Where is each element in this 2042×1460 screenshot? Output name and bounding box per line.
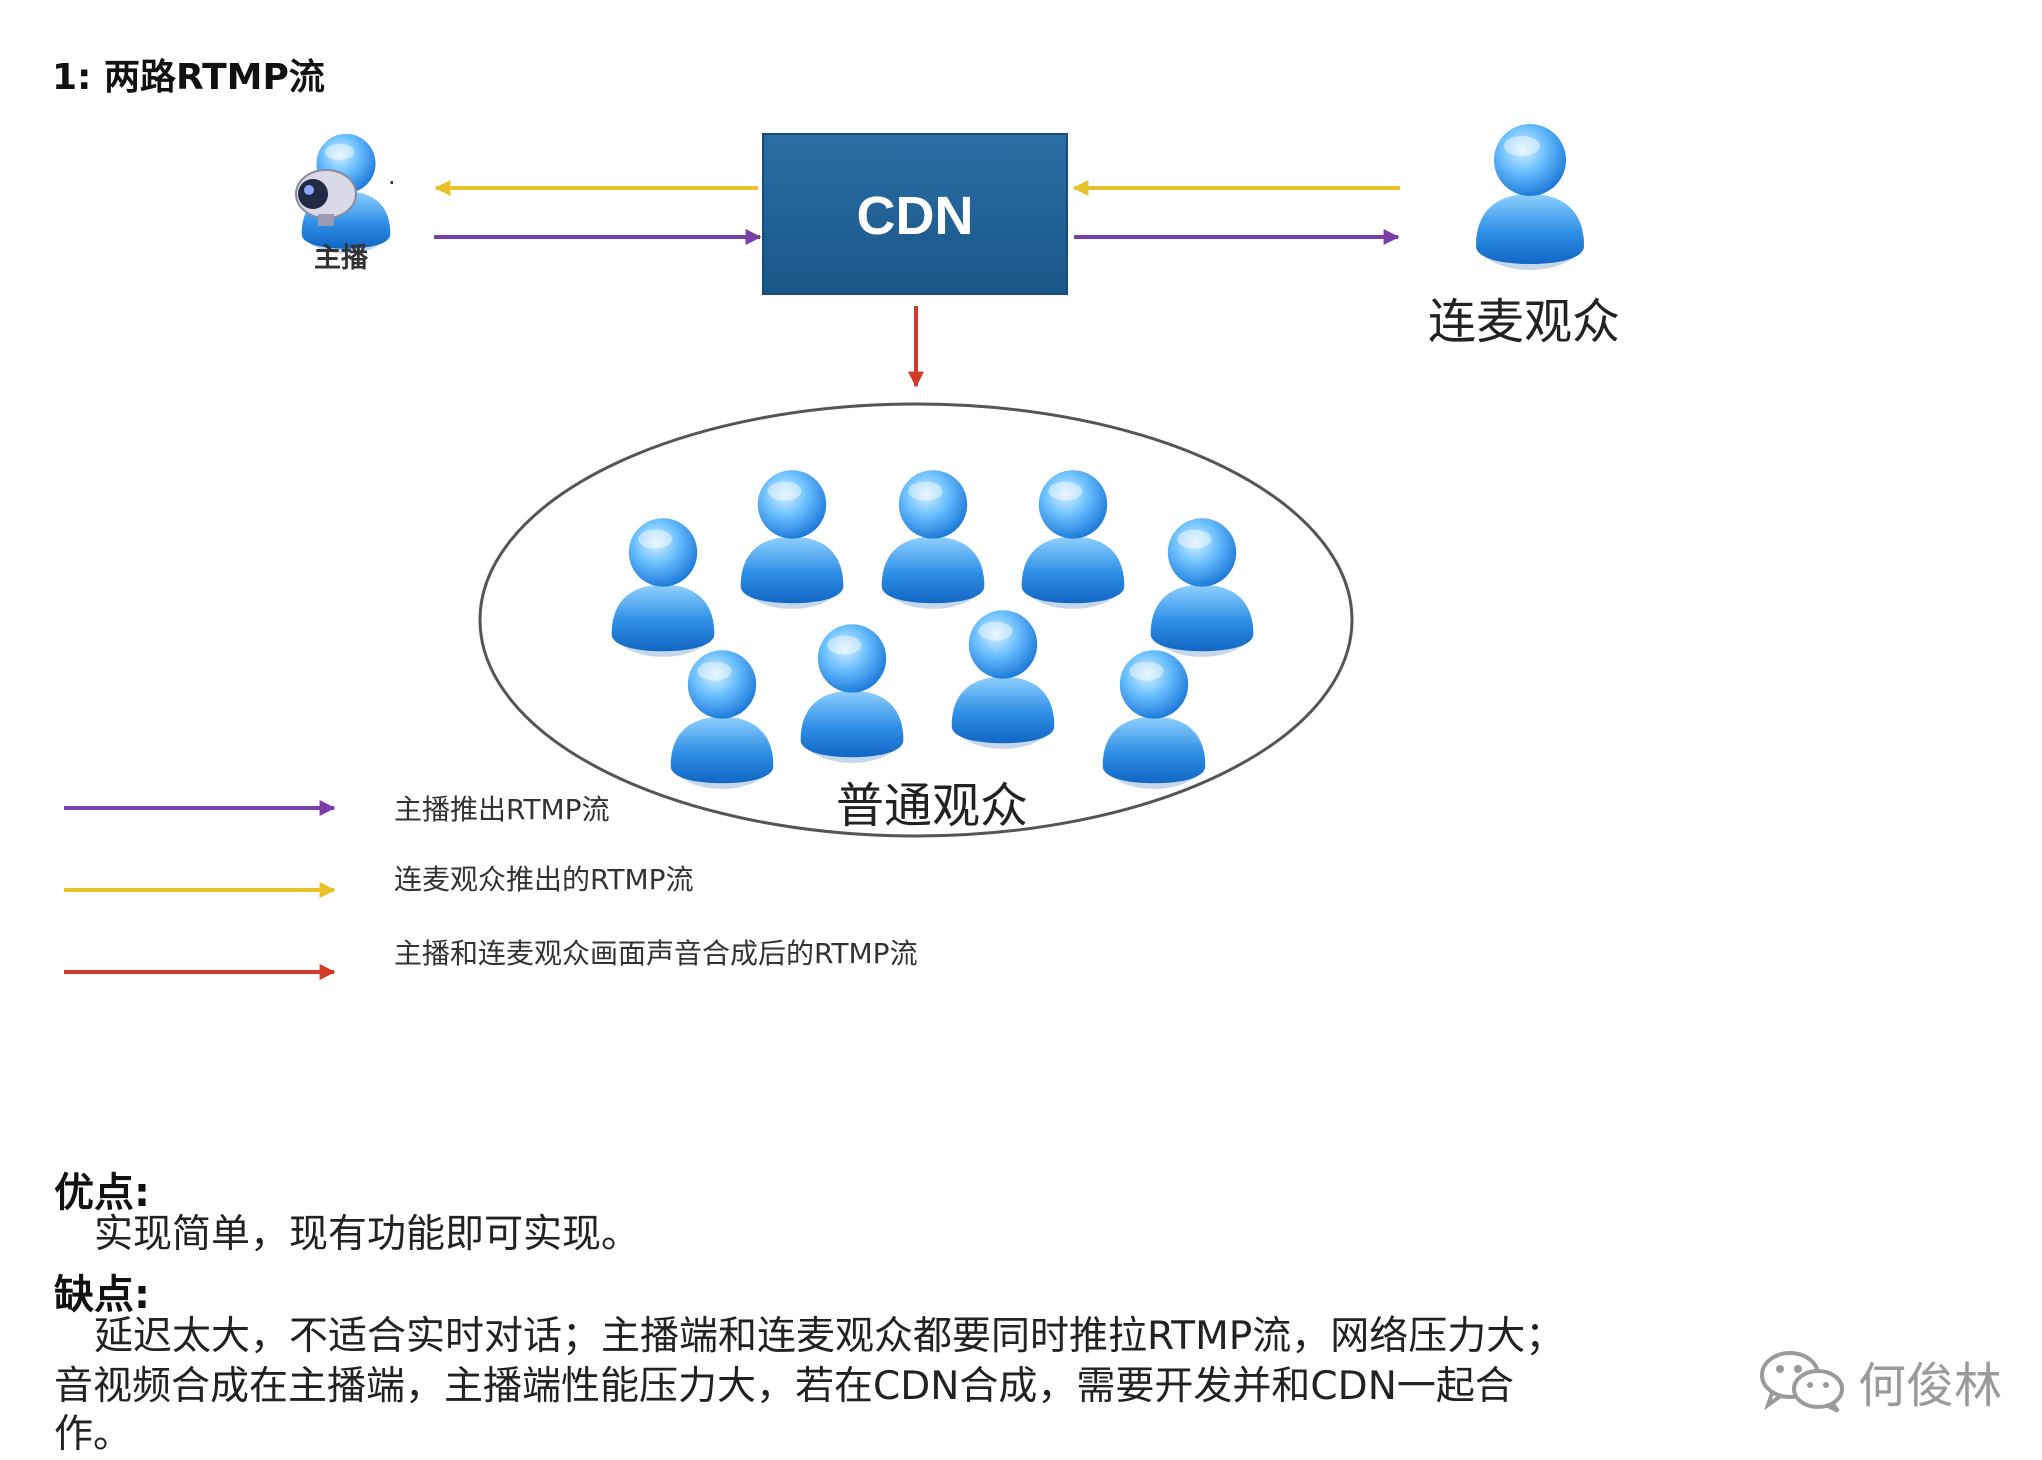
audience-person-icon	[670, 650, 774, 789]
lianmai-person-icon	[1476, 124, 1584, 270]
diagram-title: 1: 两路RTMP流	[52, 57, 325, 98]
audience-label: 普通观众	[836, 778, 1029, 834]
audience-person-icon	[1150, 518, 1254, 657]
audience-person-icon	[951, 610, 1055, 749]
cons-line-2: 音视频合成在主播端，主播端性能压力大，若在CDN合成，需要开发并和CDN一起合	[54, 1364, 1514, 1409]
host-label: 主播	[314, 243, 368, 274]
watermark-text: 何俊林	[1857, 1358, 2002, 1414]
cons-title: 缺点:	[54, 1272, 150, 1318]
host-dot: .	[388, 162, 396, 190]
audience-person-icon	[611, 518, 715, 657]
audience-person-icon	[1021, 470, 1125, 609]
cons-line-1: 延迟太大，不适合实时对话；主播端和连麦观众都要同时推拉RTMP流，网络压力大；	[94, 1314, 1565, 1359]
legend-text-purple: 主播推出RTMP流	[394, 793, 610, 826]
audience-person-icon	[740, 470, 844, 609]
audience-ellipse	[478, 402, 1354, 838]
pros-text: 实现简单，现有功能即可实现。	[94, 1212, 641, 1257]
watermark: 何俊林	[1758, 1346, 2002, 1416]
cdn-label: CDN	[857, 186, 974, 246]
lianmai-label: 连麦观众	[1428, 294, 1621, 350]
audience-person-icon	[1102, 650, 1206, 789]
legend-text-red: 主播和连麦观众画面声音合成后的RTMP流	[394, 937, 918, 970]
legend-text-yellow: 连麦观众推出的RTMP流	[394, 863, 694, 896]
cdn-box	[762, 133, 1068, 295]
cons-line-3: 作。	[54, 1412, 133, 1457]
camera-icon	[295, 169, 357, 226]
pros-title: 优点:	[54, 1170, 150, 1216]
audience-person-icon	[881, 470, 985, 609]
wechat-icon	[1759, 1351, 1844, 1413]
audience-person-icon	[800, 624, 904, 763]
